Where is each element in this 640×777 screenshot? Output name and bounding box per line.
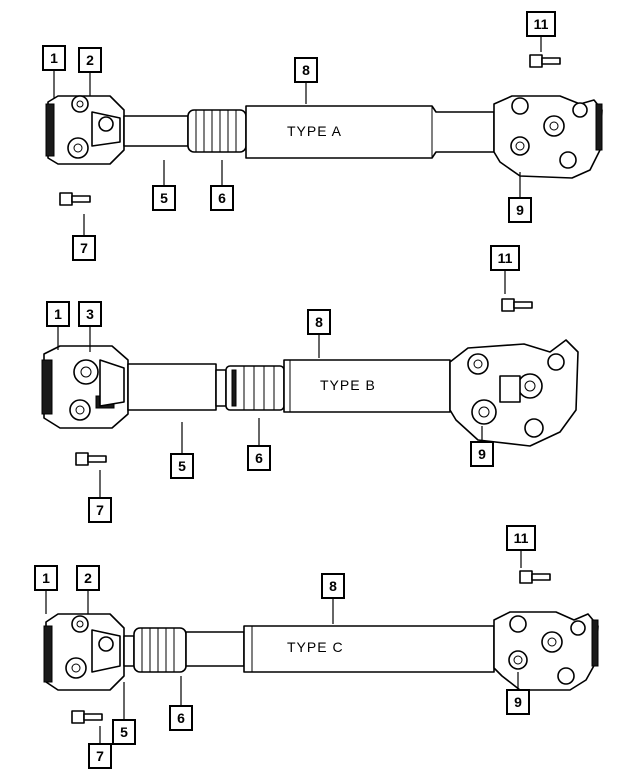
callout-11-c: 11 xyxy=(506,525,536,551)
svg-text:7: 7 xyxy=(80,240,88,256)
rear-cv-joint-a xyxy=(493,95,603,179)
boot-c xyxy=(133,627,187,673)
callout-9-b: 9 xyxy=(470,441,494,467)
svg-text:1: 1 xyxy=(42,570,50,586)
svg-text:6: 6 xyxy=(177,710,185,726)
svg-text:11: 11 xyxy=(514,530,529,546)
bolt-7-c xyxy=(71,710,103,724)
callout-7-a: 7 xyxy=(72,235,96,261)
rear-cv-joint-b xyxy=(449,339,579,447)
callout-8-b: 8 xyxy=(307,309,331,335)
driveshaft-type-c: TYPE C 1 2 8 5 6 xyxy=(34,525,599,769)
slip-shaft-c xyxy=(123,635,135,667)
svg-text:6: 6 xyxy=(218,190,226,206)
callout-5-c: 5 xyxy=(112,719,136,745)
svg-text:11: 11 xyxy=(534,16,549,32)
callout-8-a: 8 xyxy=(294,57,318,83)
callout-1-c: 1 xyxy=(34,565,58,591)
callout-3-b: 3 xyxy=(78,301,102,327)
type-label-b: TYPE B xyxy=(320,377,376,393)
callout-6-b: 6 xyxy=(247,445,271,471)
svg-text:8: 8 xyxy=(315,314,323,330)
svg-text:6: 6 xyxy=(255,450,263,466)
svg-text:1: 1 xyxy=(50,50,58,66)
callout-5-b: 5 xyxy=(170,453,194,479)
front-universal-joint-b xyxy=(41,345,129,429)
stub-shaft-c xyxy=(185,631,245,667)
driveshaft-tube-c xyxy=(243,625,495,673)
svg-text:2: 2 xyxy=(86,52,94,68)
callout-2-c: 2 xyxy=(76,565,100,591)
rear-cv-joint-c xyxy=(493,611,599,691)
callout-8-c: 8 xyxy=(321,573,345,599)
driveshaft-type-a: TYPE A 1 2 xyxy=(42,11,603,261)
svg-text:9: 9 xyxy=(478,446,486,462)
svg-text:3: 3 xyxy=(86,306,94,322)
callout-1-b: 1 xyxy=(46,301,70,327)
callout-7-c: 7 xyxy=(88,743,112,769)
svg-text:5: 5 xyxy=(178,458,186,474)
callout-11-b: 11 xyxy=(490,245,520,271)
svg-text:7: 7 xyxy=(96,748,104,764)
svg-text:9: 9 xyxy=(516,202,524,218)
driveshaft-type-b: TYPE B 1 3 8 5 xyxy=(41,245,579,523)
svg-text:1: 1 xyxy=(54,306,62,322)
bolt-11-c xyxy=(519,570,551,584)
slip-shaft-a xyxy=(123,115,189,147)
boot-b xyxy=(215,365,285,411)
callout-6-c: 6 xyxy=(169,705,193,731)
type-label-a: TYPE A xyxy=(287,123,342,139)
bolt-11-a xyxy=(529,54,561,68)
driveshaft-tube-b xyxy=(283,359,451,413)
svg-text:5: 5 xyxy=(120,724,128,740)
callout-2-a: 2 xyxy=(78,47,102,73)
bolt-11-b xyxy=(501,298,533,312)
type-label-c: TYPE C xyxy=(287,639,344,655)
svg-text:8: 8 xyxy=(302,62,310,78)
front-universal-joint-a xyxy=(45,95,125,165)
callout-1-a: 1 xyxy=(42,45,66,71)
bolt-7-a xyxy=(59,192,91,206)
slip-yoke-b xyxy=(127,363,217,411)
callout-11-a: 11 xyxy=(526,11,556,37)
bolt-7-b xyxy=(75,452,107,466)
driveshaft-tube-a xyxy=(245,105,495,159)
svg-text:9: 9 xyxy=(514,694,522,710)
callout-9-c: 9 xyxy=(506,689,530,715)
svg-text:2: 2 xyxy=(84,570,92,586)
boot-a xyxy=(187,109,247,153)
callout-6-a: 6 xyxy=(210,185,234,211)
svg-text:7: 7 xyxy=(96,502,104,518)
callout-9-a: 9 xyxy=(508,197,532,223)
callout-7-b: 7 xyxy=(88,497,112,523)
svg-text:11: 11 xyxy=(498,250,513,266)
svg-text:5: 5 xyxy=(160,190,168,206)
front-universal-joint-c xyxy=(43,613,125,691)
callout-5-a: 5 xyxy=(152,185,176,211)
svg-text:8: 8 xyxy=(329,578,337,594)
